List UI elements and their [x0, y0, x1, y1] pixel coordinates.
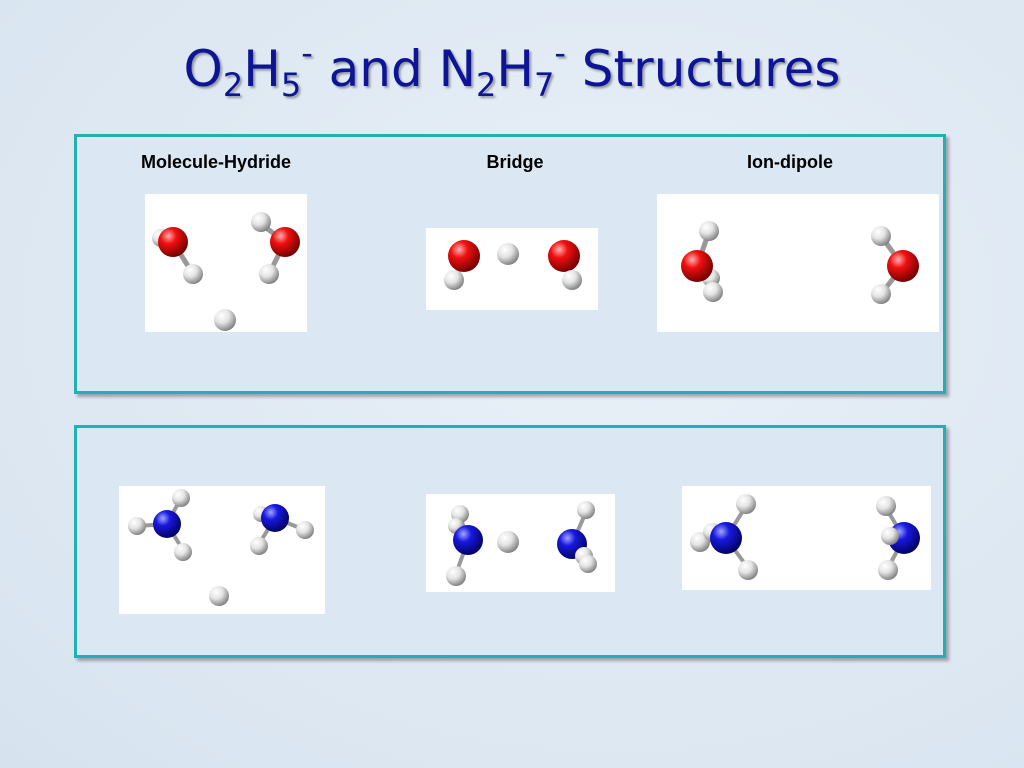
n2h7-bridge-image: [426, 494, 615, 592]
o2h5-ion-dipole-image: [657, 194, 939, 332]
column-label-molecule-hydride: Molecule-Hydride: [140, 152, 292, 172]
o2h5-molecule-hydride-image: [145, 194, 307, 332]
n2h7-ion-dipole-image: [682, 486, 931, 590]
o2h5-bridge-image: [426, 228, 598, 310]
slide-title: O2H5- and N2H7- Structures: [183, 34, 841, 104]
n2h7-molecule-hydride-image: [119, 486, 325, 614]
column-label-ion-dipole: Ion-dipole: [747, 152, 833, 172]
column-label-bridge: Bridge: [486, 152, 544, 172]
